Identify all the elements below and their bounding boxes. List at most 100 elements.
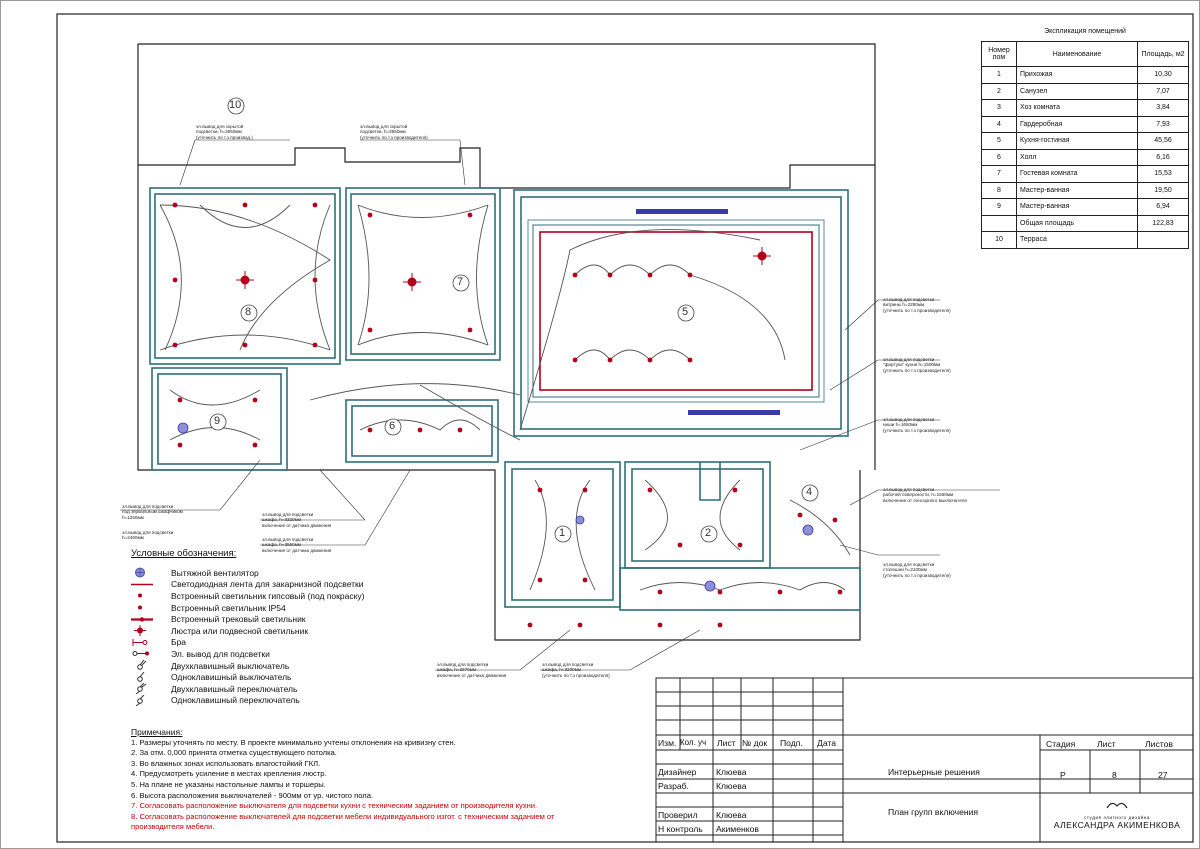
chandeliers bbox=[236, 247, 771, 291]
recessed-light-icon bbox=[131, 590, 171, 601]
legend-item: Люстра или подвесной светильник bbox=[131, 625, 461, 637]
cell-area: 122,83 bbox=[1137, 214, 1189, 232]
legend-label: Бра bbox=[171, 637, 187, 648]
tb-designer: Клюева bbox=[716, 767, 747, 777]
cell-area: 6,16 bbox=[1137, 148, 1189, 166]
leader-lines bbox=[120, 139, 1000, 671]
cell-num: 9 bbox=[981, 198, 1017, 216]
cell-area: 10,30 bbox=[1137, 66, 1189, 84]
room-number-4: 4 bbox=[806, 486, 813, 498]
legend-item: Эл. вывод для подсветки bbox=[131, 648, 461, 660]
cell-name: Холл bbox=[1016, 148, 1138, 166]
cell-area: 7,07 bbox=[1137, 82, 1189, 100]
legend-item: Вытяжной вентилятор bbox=[131, 567, 461, 579]
tb-header-ndoc: № док bbox=[742, 738, 768, 748]
cell-name: Санузел bbox=[1016, 82, 1138, 100]
note-8: 8. Согласовать расположение выключателей… bbox=[131, 811, 555, 821]
tb-header-izm: Изм. bbox=[658, 738, 677, 748]
legend-label: Светодиодная лента для закарнизной подсв… bbox=[171, 579, 364, 590]
explication-header-row: Номер пом Наименование Площадь, м2 bbox=[981, 41, 1189, 67]
cell-area: 3,84 bbox=[1137, 99, 1189, 117]
cell-num bbox=[981, 214, 1017, 232]
legend-label: Эл. вывод для подсветки bbox=[171, 648, 270, 659]
cell-num: 3 bbox=[981, 99, 1017, 117]
recessed-lights bbox=[172, 202, 843, 628]
explication-title: Экспликация помещений bbox=[1044, 28, 1126, 35]
room-number-1: 1 bbox=[559, 527, 566, 539]
sconce-icon bbox=[131, 637, 171, 648]
legend-label: Встроенный светильник гипсовый (под покр… bbox=[171, 590, 365, 601]
cell-num: 4 bbox=[981, 115, 1017, 133]
room-number-5: 5 bbox=[682, 306, 689, 318]
legend-label: Встроенный трековый светильник bbox=[171, 614, 306, 625]
cell-name: Мастер-ванная bbox=[1016, 198, 1138, 216]
building-outline bbox=[137, 43, 876, 641]
toggle-double-icon bbox=[131, 682, 171, 695]
legend-item: Светодиодная лента для закарнизной подсв… bbox=[131, 579, 461, 591]
note-7: 7. Согласовать расположение выключателя … bbox=[131, 801, 538, 811]
sheet-label: Лист bbox=[1097, 739, 1116, 749]
col-num: Номер пом bbox=[981, 41, 1017, 67]
room-number-6: 6 bbox=[389, 420, 396, 432]
switch-double-icon bbox=[131, 659, 171, 671]
cell-name: Хоз комната bbox=[1016, 99, 1138, 117]
cell-name: Терраса bbox=[1016, 231, 1138, 249]
tb-designer-role: Дизайнер bbox=[658, 767, 697, 777]
room-number-10: 10 bbox=[229, 99, 242, 111]
studio-logo-icon bbox=[1106, 802, 1128, 809]
legend-item: Двухклавишный выключатель bbox=[131, 659, 461, 672]
note-2: 2. За отм. 0,000 принята отметка существ… bbox=[131, 748, 337, 758]
outlet-icon bbox=[131, 648, 171, 659]
studio-name: АЛЕКСАНДРА АКИМЕНКОВА bbox=[1053, 820, 1181, 830]
notes-title: Примечания: bbox=[131, 727, 183, 737]
drawing-frame bbox=[56, 13, 1194, 843]
note-4: 4. Предусмотреть усиление в местах крепл… bbox=[131, 769, 327, 779]
legend-label: Люстра или подвесной светильник bbox=[171, 625, 309, 636]
tb-header-list: Лист bbox=[717, 738, 736, 748]
led-strip-icon bbox=[131, 579, 171, 590]
note-6: 6. Высота расположения выключателей - 90… bbox=[131, 790, 374, 800]
cell-name: Кухня-гостиная bbox=[1016, 132, 1138, 150]
cell-name: Мастер-ванная bbox=[1016, 181, 1138, 199]
note-1: 1. Размеры уточнять по месту. В проекте … bbox=[131, 737, 456, 747]
exhaust-fans bbox=[177, 422, 814, 592]
sheet-value: 8 bbox=[1112, 770, 1117, 780]
tb-header-koluch: Кол. уч bbox=[680, 738, 707, 747]
legend-label: Двухклавишный переключатель bbox=[171, 683, 298, 694]
legend-label: Двухклавишный выключатель bbox=[171, 660, 290, 671]
cell-area: 15,53 bbox=[1137, 165, 1189, 183]
legend: Условные обозначения: Вытяжной вентилято… bbox=[131, 548, 461, 707]
chandelier-icon bbox=[131, 625, 171, 637]
room-number-9: 9 bbox=[214, 415, 221, 427]
legend-item: Встроенный светильник гипсовый (под покр… bbox=[131, 590, 461, 602]
room-number-circles bbox=[209, 97, 819, 543]
room-number-2: 2 bbox=[705, 527, 712, 539]
tb-check-role: Проверил bbox=[658, 810, 698, 820]
cell-area: 19,50 bbox=[1137, 181, 1189, 199]
tb-check: Клюева bbox=[716, 810, 747, 820]
col-name: Наименование bbox=[1016, 41, 1138, 67]
walls bbox=[149, 187, 861, 611]
cell-name: Гардеробная bbox=[1016, 115, 1138, 133]
legend-item: Одноклавишный переключатель bbox=[131, 694, 461, 707]
sheets-value: 27 bbox=[1158, 770, 1168, 780]
room-number-7: 7 bbox=[457, 276, 464, 288]
